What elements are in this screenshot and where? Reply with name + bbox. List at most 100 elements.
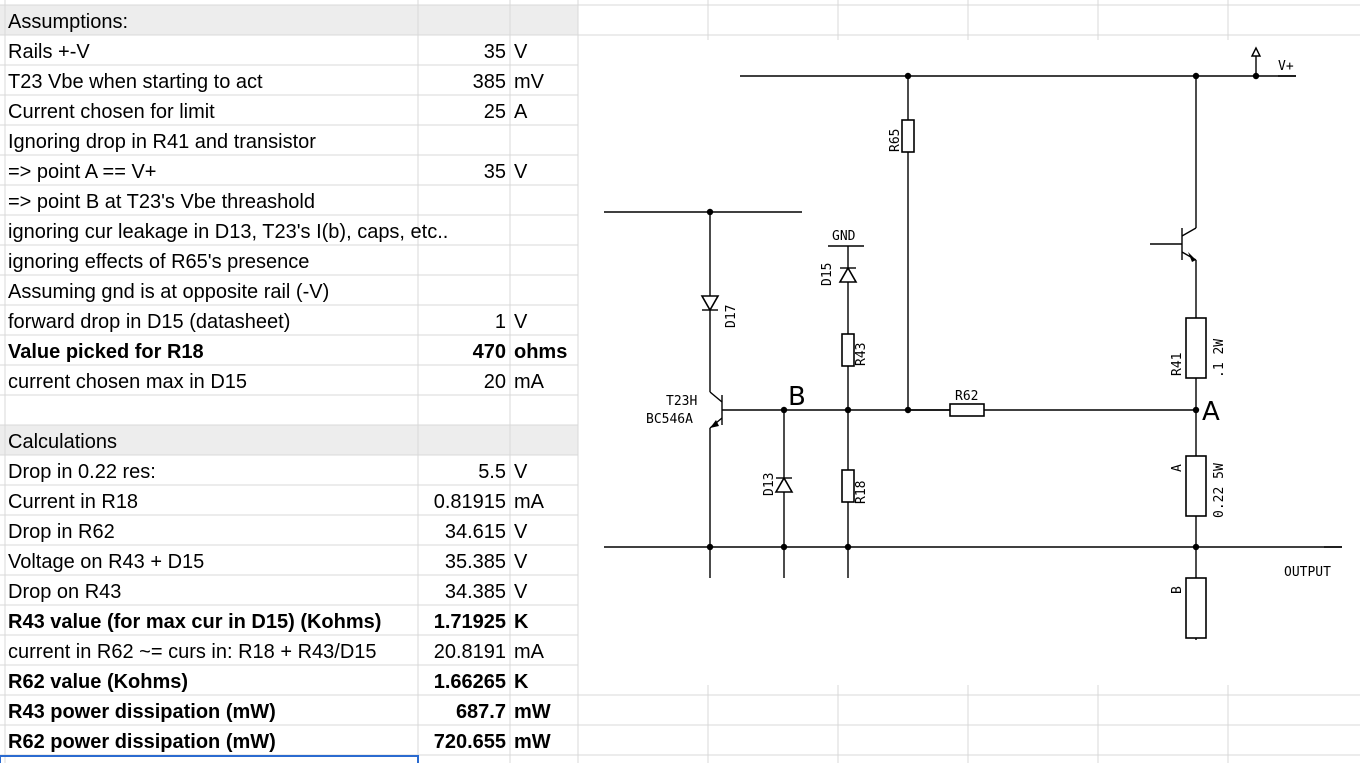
calc-value[interactable]: 20.8191 xyxy=(434,641,506,663)
row-value[interactable]: 385 xyxy=(473,71,506,93)
row-gridlines xyxy=(0,4,1360,756)
t23h-label: T23H xyxy=(666,394,697,409)
row-label[interactable]: Value picked for R18 xyxy=(8,341,204,363)
r18-label: R18 xyxy=(854,481,869,504)
assumptions-header-fill xyxy=(0,5,578,35)
row-label[interactable]: forward drop in D15 (datasheet) xyxy=(8,311,290,333)
calc-label[interactable]: Current in R18 xyxy=(8,491,138,513)
point-b-label: B xyxy=(788,382,806,412)
output-label: OUTPUT xyxy=(1284,565,1331,580)
point-a-label: A xyxy=(1202,397,1220,427)
calc-unit[interactable]: mA xyxy=(514,641,545,663)
calc-unit[interactable]: mW xyxy=(514,731,551,753)
r41-resistor xyxy=(1185,317,1207,379)
row-unit[interactable]: mA xyxy=(514,371,545,393)
calc-value[interactable]: 35.385 xyxy=(445,551,506,573)
row-label[interactable]: current chosen max in D15 xyxy=(8,371,247,393)
calc-label[interactable]: Voltage on R43 + D15 xyxy=(8,551,204,573)
r41-value-label: .1 2W xyxy=(1212,339,1227,378)
d17-diode xyxy=(700,295,720,312)
junction-dot xyxy=(706,543,714,551)
row-label[interactable]: ignoring effects of R65's presence xyxy=(8,251,309,273)
r65-resistor xyxy=(901,119,915,153)
calc-value[interactable]: 687.7 xyxy=(456,701,506,723)
calc-value[interactable]: 1.71925 xyxy=(434,611,506,633)
calc-unit[interactable]: V xyxy=(514,551,528,573)
calc-value[interactable]: 34.615 xyxy=(445,521,506,543)
assumptions-title: Assumptions: xyxy=(8,11,128,33)
d13-label: D13 xyxy=(762,473,777,496)
r62-label: R62 xyxy=(955,389,978,404)
selected-cell[interactable] xyxy=(0,755,419,763)
t23h-collector xyxy=(709,391,723,403)
d17-label: D17 xyxy=(724,305,739,328)
calc-unit[interactable]: mA xyxy=(514,491,545,513)
calc-unit[interactable]: V xyxy=(514,521,528,543)
calc-label[interactable]: Drop in R62 xyxy=(8,521,115,543)
gnd-label: GND xyxy=(832,229,856,244)
row-label[interactable]: T23 Vbe when starting to act xyxy=(8,71,263,93)
row-label[interactable]: ignoring cur leakage in D13, T23's I(b),… xyxy=(8,221,448,243)
resistor-a xyxy=(1185,455,1207,517)
row-value[interactable]: 25 xyxy=(484,101,506,123)
row-label[interactable]: Current chosen for limit xyxy=(8,101,215,123)
column-gridlines xyxy=(4,0,1229,763)
d15-label: D15 xyxy=(820,263,835,286)
row-label[interactable]: Ignoring drop in R41 and transistor xyxy=(8,131,316,153)
row-value[interactable]: 35 xyxy=(484,161,506,183)
calc-label[interactable]: R62 value (Kohms) xyxy=(8,671,188,693)
bc546a-label: BC546A xyxy=(646,412,693,427)
calculations-title: Calculations xyxy=(8,431,117,453)
calc-unit[interactable]: K xyxy=(514,671,529,693)
junction-dot xyxy=(780,543,788,551)
calc-label[interactable]: current in R62 ~= curs in: R18 + R43/D15 xyxy=(8,641,377,663)
row-unit[interactable]: V xyxy=(514,311,528,333)
row-unit[interactable]: V xyxy=(514,41,528,63)
calculations-block: Calculations Drop in 0.22 res: 5.5 V Cur… xyxy=(8,431,551,753)
row-value[interactable]: 1 xyxy=(495,311,506,333)
calc-label[interactable]: Drop in 0.22 res: xyxy=(8,461,156,483)
row-value[interactable]: 20 xyxy=(484,371,506,393)
junction-dot xyxy=(1252,72,1260,80)
calc-value[interactable]: 1.66265 xyxy=(434,671,506,693)
resistor-b xyxy=(1185,577,1207,639)
row-unit[interactable]: A xyxy=(514,101,528,123)
r18-resistor xyxy=(841,469,855,503)
row-unit[interactable]: ohms xyxy=(514,341,567,363)
row-label[interactable]: Rails +-V xyxy=(8,41,90,63)
junction-dot xyxy=(844,543,852,551)
calc-unit[interactable]: V xyxy=(514,461,528,483)
t23h-emitter-arrow-icon xyxy=(710,420,719,428)
calc-label[interactable]: R43 power dissipation (mW) xyxy=(8,701,276,723)
r43-label: R43 xyxy=(854,343,869,366)
row-value[interactable]: 470 xyxy=(473,341,506,363)
schematic-image[interactable]: V+ R65 D17 T23H BC546A R62 B GND xyxy=(590,40,1360,685)
power-transistor-arrow-icon xyxy=(1188,252,1196,262)
calc-value[interactable]: 5.5 xyxy=(478,461,506,483)
row-unit[interactable]: mV xyxy=(514,71,545,93)
row-label[interactable]: => point A == V+ xyxy=(8,161,156,183)
calc-label[interactable]: R43 value (for max cur in D15) (Kohms) xyxy=(8,611,381,633)
vplus-label: V+ xyxy=(1278,59,1294,74)
row-unit[interactable]: V xyxy=(514,161,528,183)
resistor-a-label: A xyxy=(1170,464,1185,472)
row-label[interactable]: Assuming gnd is at opposite rail (-V) xyxy=(8,281,329,303)
power-transistor-collector xyxy=(1181,227,1197,237)
row-label[interactable]: => point B at T23's Vbe threashold xyxy=(8,191,315,213)
calc-value[interactable]: 0.81915 xyxy=(434,491,506,513)
d15-diode xyxy=(838,266,858,283)
r65-label: R65 xyxy=(888,129,903,152)
calc-value[interactable]: 34.385 xyxy=(445,581,506,603)
calc-label[interactable]: Drop on R43 xyxy=(8,581,121,603)
assumptions-block: Assumptions: Rails +-V 35 V T23 Vbe when… xyxy=(8,11,567,393)
d13-diode xyxy=(774,476,794,493)
calculations-header-fill xyxy=(0,425,578,455)
calc-unit[interactable]: V xyxy=(514,581,528,603)
r41-label: R41 xyxy=(1170,353,1185,376)
calc-unit[interactable]: K xyxy=(514,611,529,633)
calc-unit[interactable]: mW xyxy=(514,701,551,723)
calc-label[interactable]: R62 power dissipation (mW) xyxy=(8,731,276,753)
row-value[interactable]: 35 xyxy=(484,41,506,63)
calc-value[interactable]: 720.655 xyxy=(434,731,506,753)
